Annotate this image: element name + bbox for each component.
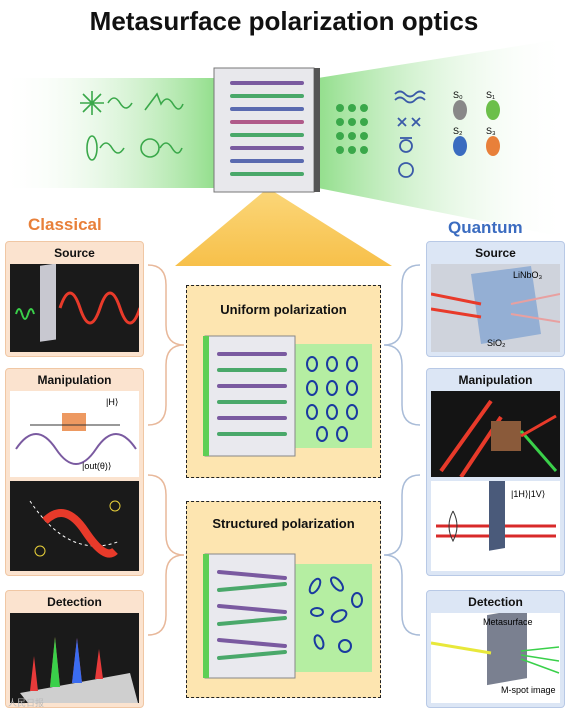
bracket-connectors <box>147 264 421 636</box>
classical-detection-image <box>10 613 139 703</box>
quantum-heading: Quantum <box>448 218 523 237</box>
uniform-polarization-illustration <box>203 335 372 457</box>
wave-symbol-icons <box>394 90 426 178</box>
classical-manipulation-image-2 <box>10 481 139 571</box>
linbo3-label: LiNbO₃ <box>513 270 543 280</box>
projection-cone <box>175 188 392 266</box>
output-beam <box>318 38 568 238</box>
state-out-label: |out(θ)⟩ <box>82 461 112 471</box>
quantum-source-label: Source <box>475 246 516 260</box>
classical-source-image <box>10 264 139 352</box>
classical-detection-panel: Detection <box>5 590 144 708</box>
uniform-polarization-label: Uniform polarization <box>220 302 347 317</box>
page-title: Metasurface polarization optics <box>89 6 479 36</box>
classical-source-panel: Source <box>5 241 144 357</box>
quantum-state-label: |1H⟩|1V⟩ <box>511 489 546 499</box>
quantum-detection-label: Detection <box>468 595 523 609</box>
stokes-s0: S₀ <box>453 90 463 100</box>
sio2-label: SiO₂ <box>487 338 506 348</box>
uniform-polarization-box: Uniform polarization <box>186 285 381 478</box>
input-beam <box>0 78 215 188</box>
input-polarization-icons <box>80 91 184 161</box>
quantum-manipulation-image-1 <box>431 391 560 477</box>
quantum-source-image <box>431 264 560 352</box>
metasurface-label: Metasurface <box>483 617 533 627</box>
m-spot-label: M-spot image <box>501 685 556 695</box>
quantum-manipulation-image-2 <box>431 481 560 571</box>
stokes-icons <box>453 100 500 156</box>
state-h-label: |H⟩ <box>106 397 119 407</box>
structured-polarization-box: Structured polarization <box>186 501 381 698</box>
nanopillar-array <box>230 81 304 176</box>
quantum-detection-panel: Detection Metasurface M-spot image <box>426 590 565 708</box>
classical-detection-label: Detection <box>47 595 102 609</box>
stokes-s3: S₃ <box>486 126 496 136</box>
stokes-s2: S₂ <box>453 126 463 136</box>
classical-manipulation-image-1 <box>10 391 139 477</box>
structured-polarization-illustration <box>203 553 372 679</box>
stokes-s1: S₁ <box>486 90 496 100</box>
watermark: 人民日报 <box>8 698 45 708</box>
classical-manipulation-panel: Manipulation |H⟩ |out(θ)⟩ <box>5 368 144 576</box>
output-polarization-icons <box>336 104 368 154</box>
quantum-source-panel: Source LiNbO₃ SiO₂ <box>426 241 565 357</box>
classical-heading: Classical <box>28 215 102 234</box>
metasurface-slab <box>213 67 315 193</box>
structured-polarization-label: Structured polarization <box>212 516 355 531</box>
hero-illustration <box>0 38 568 266</box>
quantum-detection-image <box>431 613 560 703</box>
quantum-manipulation-label: Manipulation <box>458 373 533 387</box>
quantum-manipulation-panel: Manipulation |1H⟩|1V⟩ <box>426 368 565 576</box>
classical-manipulation-label: Manipulation <box>37 373 112 387</box>
classical-source-label: Source <box>54 246 95 260</box>
